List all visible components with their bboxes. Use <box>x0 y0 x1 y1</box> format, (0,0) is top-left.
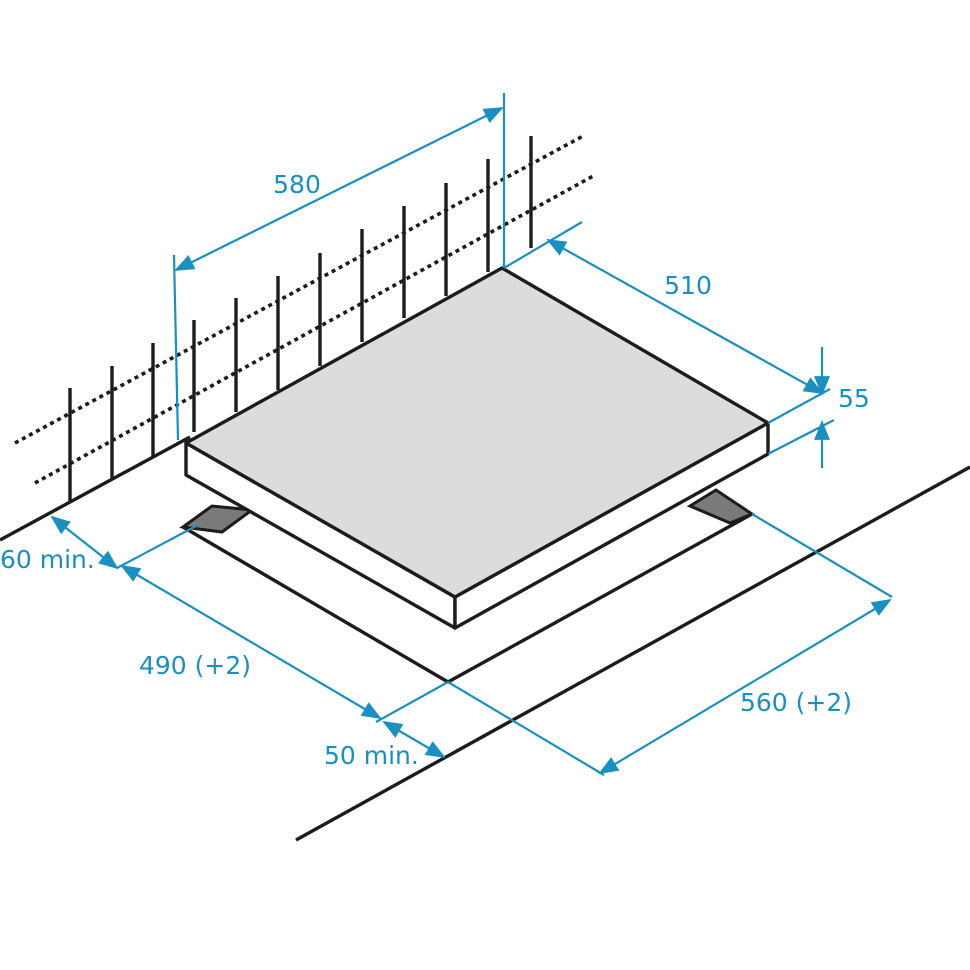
depth-label: 510 <box>664 271 712 300</box>
dimension-width <box>172 93 506 441</box>
cutout-depth-label: 490 (+2) <box>139 651 251 680</box>
dimension-cutout-depth <box>116 524 449 723</box>
cutout-width-label: 560 (+2) <box>740 688 852 717</box>
bracket-right <box>686 488 756 525</box>
dimension-height <box>767 347 835 468</box>
height-label: 55 <box>838 384 870 413</box>
hob <box>184 266 770 630</box>
wall-base-line <box>0 435 191 542</box>
dimension-cutout-width <box>447 513 893 776</box>
clearance-back-label: 60 min. <box>0 545 95 574</box>
clearance-front-label: 50 min. <box>324 741 419 770</box>
dimension-clearance-front <box>382 721 446 758</box>
dimension-clearance-back <box>50 515 119 570</box>
wall-dashed-line-lower <box>34 173 596 485</box>
width-label: 580 <box>273 170 321 199</box>
hob-top-surface <box>184 266 770 599</box>
